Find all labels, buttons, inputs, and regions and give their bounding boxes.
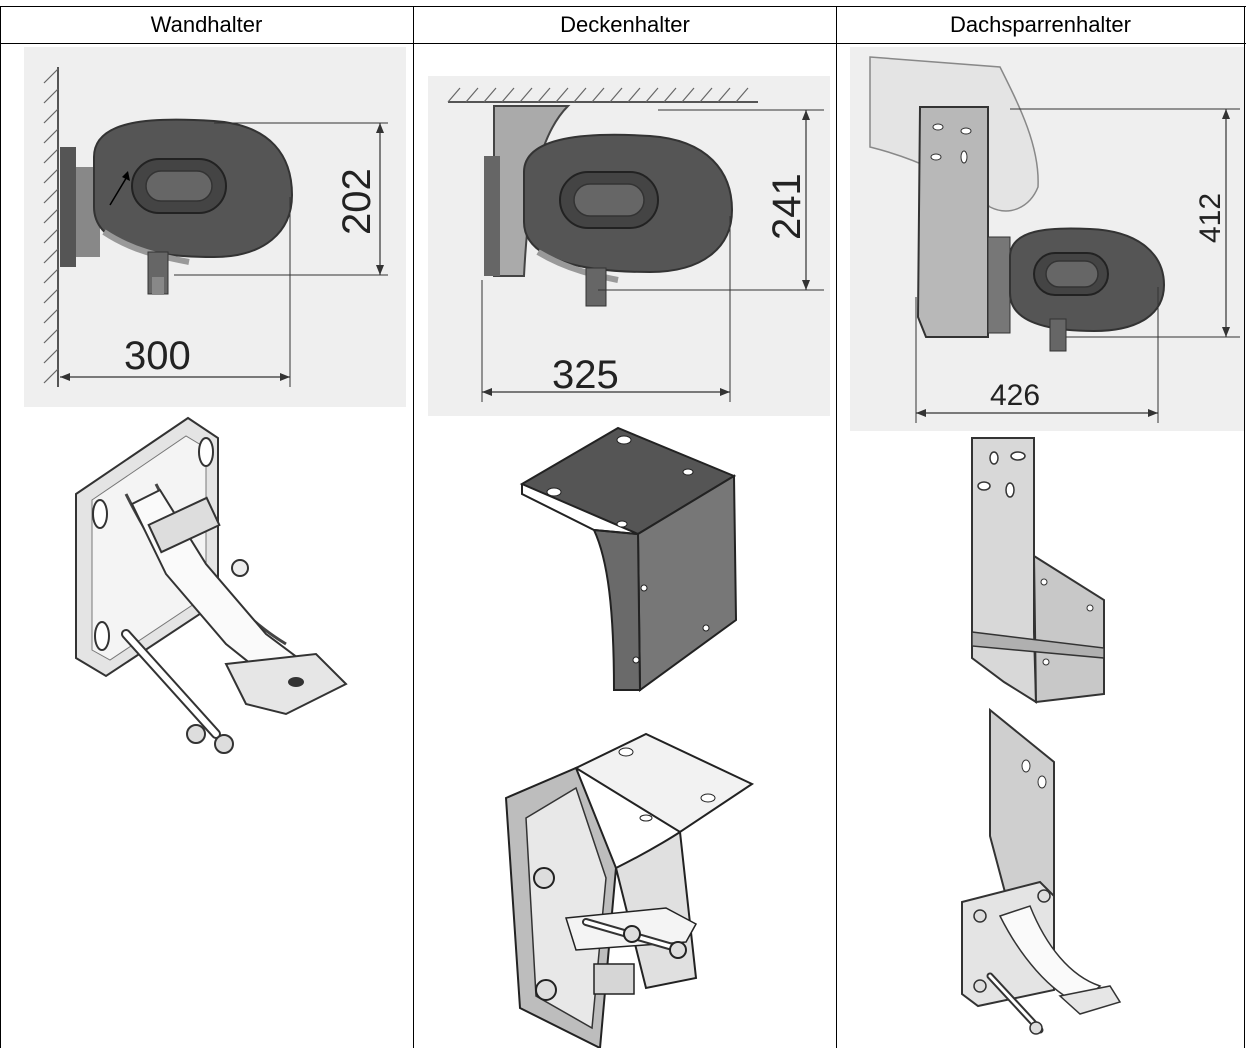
ceiling-mount-height-label: 241 [765,173,809,240]
ceiling-mount-width-label: 325 [552,353,619,397]
rafter-mount-plate-illustration [971,437,1105,704]
wall-mount-height-label: 202 [335,168,379,235]
table-right-border [1244,6,1245,1048]
column-divider-2 [836,6,837,1048]
table-left-border [0,6,1,1048]
ceiling-mount-plate-illustration [519,426,738,692]
wall-mount-width-label: 300 [124,334,191,378]
wall-mount-dimension-drawing: 300 202 [24,47,406,407]
ceiling-mount-assembly-illustration [504,732,755,1048]
rafter-mount-height-label: 412 [1194,193,1227,243]
header-ceiling-mount: Deckenhalter [560,12,690,37]
column-divider-1 [413,6,414,1048]
header-rafter-mount: Dachsparrenhalter [950,12,1131,37]
rafter-mount-dimension-drawing: 426 412 [850,47,1244,431]
table-top-border [0,6,1246,7]
rafter-mount-assembly-illustration [961,707,1122,1035]
ceiling-mount-dimension-drawing: 325 241 [428,76,830,416]
header-divider [0,43,1246,44]
rafter-mount-width-label: 426 [990,379,1040,412]
wall-mount-bracket-illustration [75,416,348,754]
header-wall-mount: Wandhalter [150,12,263,37]
